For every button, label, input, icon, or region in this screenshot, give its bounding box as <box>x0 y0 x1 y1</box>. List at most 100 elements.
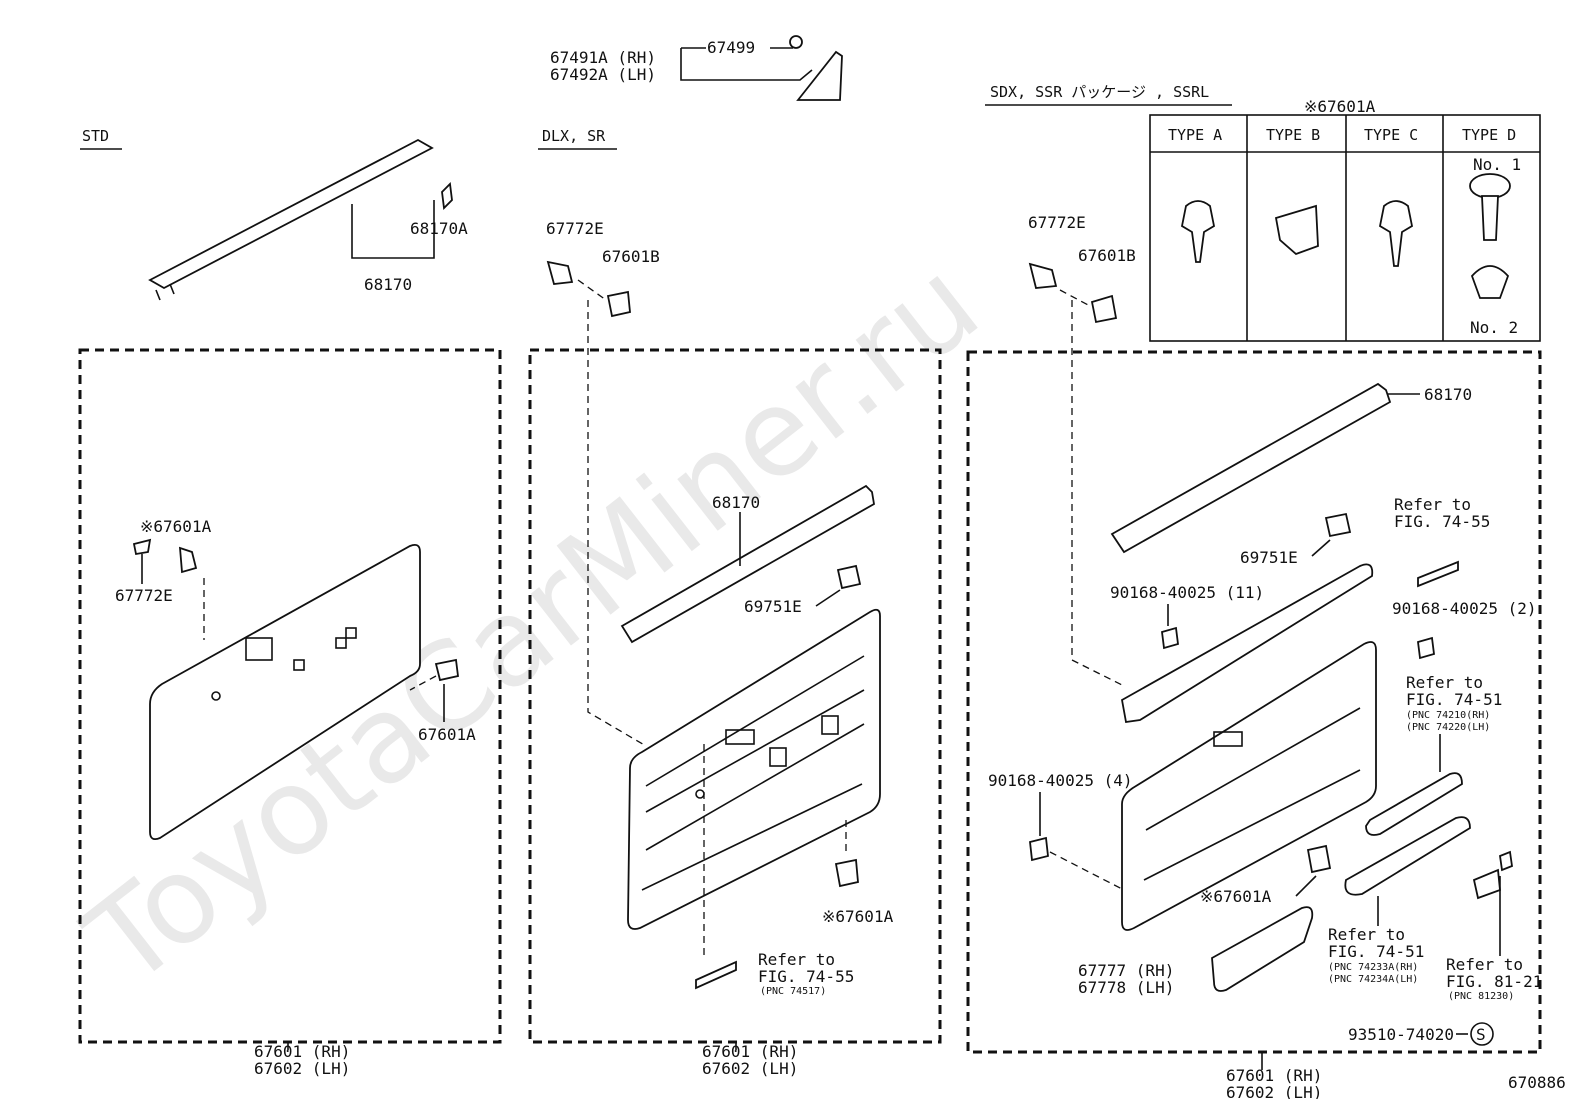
type-c-clip-icon <box>1378 200 1414 267</box>
type-d-no2-label: No. 2 <box>1470 318 1518 337</box>
dlx-hole-icon <box>769 747 787 767</box>
dlx-panel-lines-icon <box>641 655 865 891</box>
label-67491a-rh: 67491A (RH) <box>550 48 656 67</box>
std-clip-68170a-icon <box>441 182 453 210</box>
label-sdx-67601-rh: 67601 (RH) <box>1226 1066 1322 1085</box>
label-std-67602-lh: 67602 (LH) <box>254 1059 350 1078</box>
label-std-67601-rh: 67601 (RH) <box>254 1042 350 1061</box>
std-section: STD 68170A 68170 ※67601A 67772E 67601A 6… <box>78 127 502 1078</box>
dlx-door-panel-icon <box>627 608 881 930</box>
label-sdx-67778-lh: 67778 (LH) <box>1078 978 1174 997</box>
label-dlx-refer3: (PNC 74517) <box>760 986 826 997</box>
leader-67499 <box>680 47 813 81</box>
label-dlx-68170: 68170 <box>712 493 760 512</box>
std-weatherstrip-icon <box>148 138 434 290</box>
sdx-pin-67772e-icon <box>1028 262 1058 289</box>
std-door-panel-icon <box>149 543 421 841</box>
label-dlx-67601a: ※67601A <box>822 907 894 926</box>
sdx-frame <box>966 350 1542 1054</box>
dlx-fastener-67601a-icon <box>834 858 859 888</box>
dlx-refer-strip-icon <box>695 960 737 990</box>
dlx-fastener-67601b-icon <box>606 290 631 318</box>
screw-67499-icon <box>789 35 803 49</box>
sdx-pocket-icon <box>1211 906 1314 992</box>
sdx-panel-lines-icon <box>1143 707 1361 881</box>
label-std-68170: 68170 <box>364 275 412 294</box>
clip-table-title: ※67601A <box>1304 97 1376 116</box>
label-sdx-68170: 68170 <box>1424 385 1472 404</box>
dlx-leader-cover <box>815 589 841 607</box>
sdx-switch-icon <box>1472 868 1501 900</box>
std-clip-67601a-icon <box>178 546 198 574</box>
label-dlx-67601b: 67601B <box>602 247 660 266</box>
label-sdx-refer-b3: (PNC 74210(RH) <box>1406 710 1490 721</box>
label-sdx-refer-a1: Refer to <box>1394 495 1471 514</box>
std-fastener-67601a-icon <box>434 658 459 682</box>
std-leader-68170 <box>351 200 435 259</box>
label-std-67772e: 67772E <box>115 586 173 605</box>
label-sdx-refer-b2: FIG. 74-51 <box>1406 690 1502 709</box>
label-sdx-refer-d3: (PNC 81230) <box>1448 991 1514 1002</box>
label-67499: 67499 <box>707 38 755 57</box>
label-dlx-67602-lh: 67602 (LH) <box>702 1059 798 1078</box>
label-sdx-93510: 93510-74020 <box>1348 1025 1454 1044</box>
std-hole-icon <box>293 659 305 671</box>
sdx-armrest-base-icon <box>1344 816 1471 896</box>
sdx-bolt-s-mark: S <box>1476 1025 1486 1044</box>
sdx-leader-cover <box>1311 539 1331 557</box>
label-sdx-refer-b4: (PNC 74220(LH) <box>1406 722 1490 733</box>
std-handle-hole-icon <box>245 637 273 661</box>
std-leader-fastener <box>409 675 437 691</box>
dlx-header: DLX, SR <box>542 127 606 145</box>
std-hole2-icon <box>345 627 357 639</box>
sdx-connector-icon <box>1499 850 1513 872</box>
type-a-header: TYPE A <box>1168 126 1222 144</box>
sdx-armrest-icon <box>1365 772 1463 836</box>
sdx-screw4-icon <box>1029 836 1049 862</box>
std-pin-67772e-icon <box>132 538 152 556</box>
std-weatherstrip-end-icon <box>155 283 175 301</box>
sdx-leader-fastener-a <box>1295 875 1317 897</box>
label-sdx-refer-c4: (PNC 74234A(LH) <box>1328 974 1418 985</box>
type-c-header: TYPE C <box>1364 126 1418 144</box>
label-sdx-refer-c3: (PNC 74233A(RH) <box>1328 962 1418 973</box>
label-dlx-69751e: 69751E <box>744 597 802 616</box>
sdx-leader-screw4b <box>1049 851 1125 891</box>
std-hole3-icon <box>335 637 347 649</box>
dlx-hole2-icon <box>821 715 839 735</box>
sdx-bolt-s-icon <box>1470 1022 1494 1046</box>
label-sdx-67601a: ※67601A <box>1200 887 1272 906</box>
label-sdx-refer-b1: Refer to <box>1406 673 1483 692</box>
dlx-leader-pin <box>577 279 607 301</box>
type-d-no2-icon <box>1470 265 1510 299</box>
sdx-handle-hole-icon <box>1213 731 1243 747</box>
std-hole4-icon <box>211 691 221 701</box>
label-sdx-69751e: 69751E <box>1240 548 1298 567</box>
dlx-weatherstrip-icon <box>620 484 875 644</box>
label-sdx-67777-rh: 67777 (RH) <box>1078 961 1174 980</box>
label-68170a: 68170A <box>410 219 468 238</box>
label-sdx-67602-lh: 67602 (LH) <box>1226 1083 1322 1099</box>
label-sdx-refer-d2: FIG. 81-21 <box>1446 972 1542 991</box>
type-d-header: TYPE D <box>1462 126 1516 144</box>
dlx-frame <box>528 348 942 1044</box>
sdx-cover-69751e-icon <box>1324 512 1352 538</box>
label-sdx-refer-c2: FIG. 74-51 <box>1328 942 1424 961</box>
type-b-clip-icon <box>1274 204 1319 256</box>
type-a-clip-icon <box>1180 200 1216 263</box>
dlx-handle-hole-icon <box>725 729 755 745</box>
sdx-fastener-67601a-icon <box>1306 844 1332 874</box>
sdx-leader-down <box>1071 300 1125 687</box>
corner-trim-icon <box>796 50 843 101</box>
sdx-header: SDX, SSR パッケージ , SSRL <box>990 83 1209 101</box>
sdx-refer-strip-icon <box>1417 560 1459 588</box>
sdx-section: SDX, SSR パッケージ , SSRL ※67601A TYPE A TYP… <box>966 83 1542 1102</box>
type-b-header: TYPE B <box>1266 126 1320 144</box>
type-d-no1-head-icon <box>1469 173 1511 199</box>
figure-id: 670886 <box>1508 1073 1566 1092</box>
sdx-fastener-67601b-icon <box>1090 294 1118 324</box>
label-sdx-screw4: 90168-40025 (4) <box>988 771 1133 790</box>
sdx-upper-trim-icon <box>1120 563 1374 724</box>
sdx-leader-pin <box>1059 289 1091 307</box>
